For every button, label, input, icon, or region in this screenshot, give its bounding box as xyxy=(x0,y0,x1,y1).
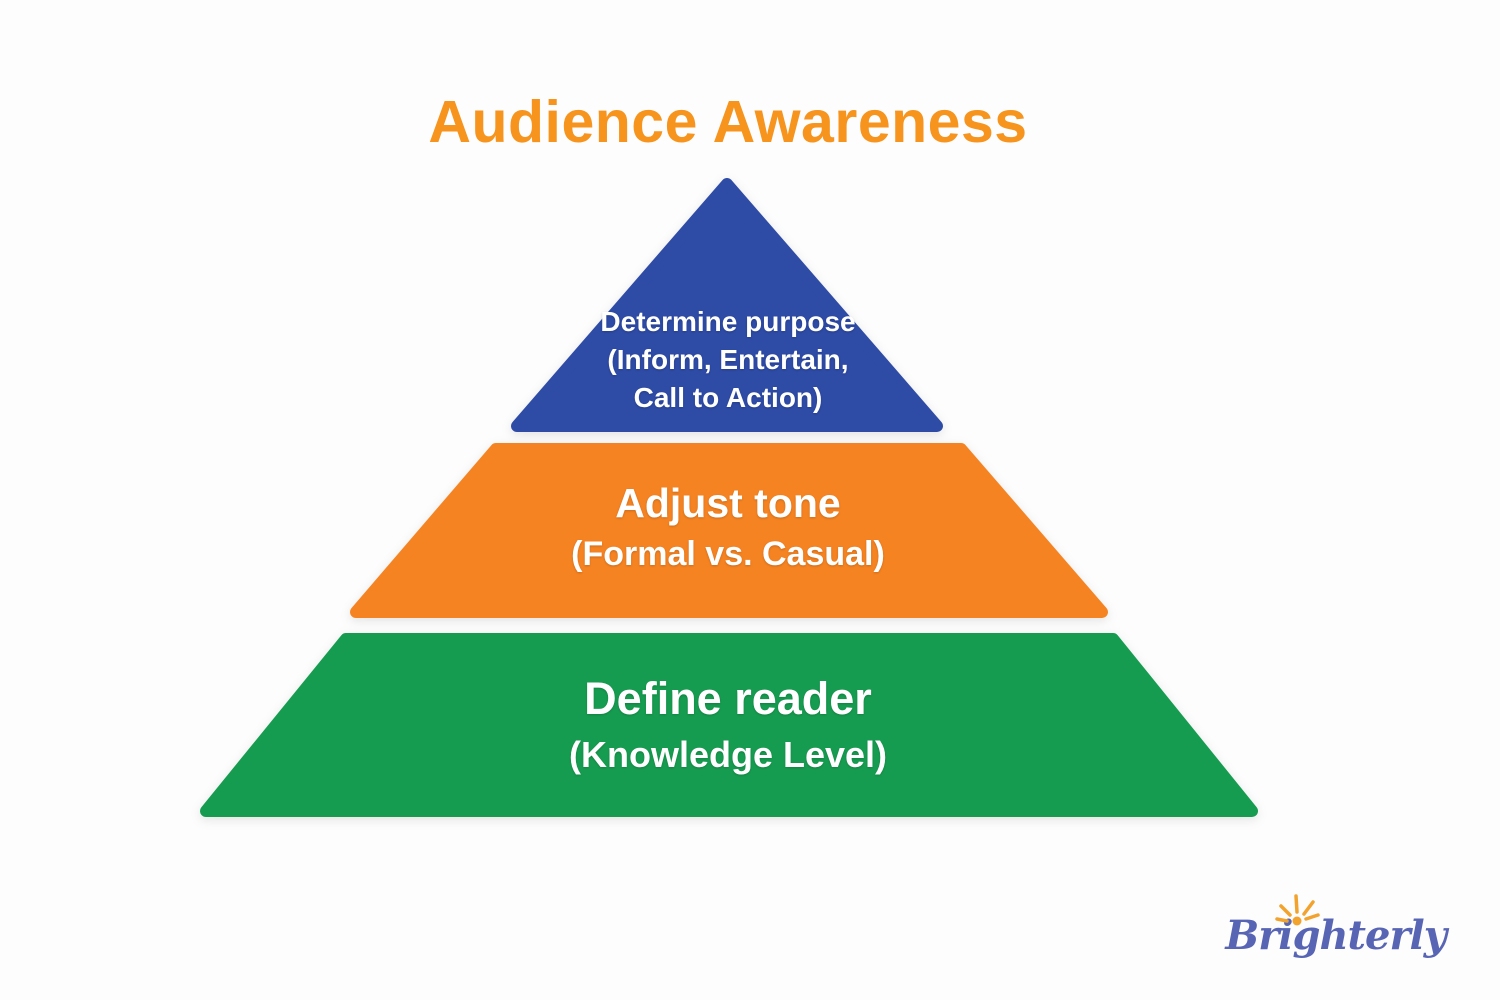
adjust-tone-line-2: (Formal vs. Casual) xyxy=(571,535,885,573)
determine-purpose-line-2: (Inform, Entertain, xyxy=(607,344,849,375)
sun-icon xyxy=(1275,894,1321,926)
adjust-tone-line-1: Adjust tone xyxy=(615,480,841,526)
page-title: Audience Awareness xyxy=(428,89,1028,155)
pyramid-level-top-label: Determine purpose (Inform, Entertain, Ca… xyxy=(600,303,855,417)
define-reader-line-1: Define reader xyxy=(584,673,872,724)
brand-logo-text: Brighterly xyxy=(1225,912,1447,959)
pyramid-level-bottom-label: Define reader (Knowledge Level) xyxy=(569,672,887,778)
determine-purpose-line-3: Call to Action) xyxy=(633,382,823,413)
pyramid-level-middle-label: Adjust tone (Formal vs. Casual) xyxy=(571,478,885,576)
brand-logo: Brighterly xyxy=(1225,894,1447,974)
pyramid-level-bottom-shape xyxy=(200,633,1258,817)
pyramid-level-top-shape xyxy=(511,178,943,432)
determine-purpose-line-1: Determine purpose xyxy=(600,306,856,337)
define-reader-line-2: (Knowledge Level) xyxy=(568,734,888,775)
pyramid-level-middle-shape xyxy=(350,443,1108,618)
